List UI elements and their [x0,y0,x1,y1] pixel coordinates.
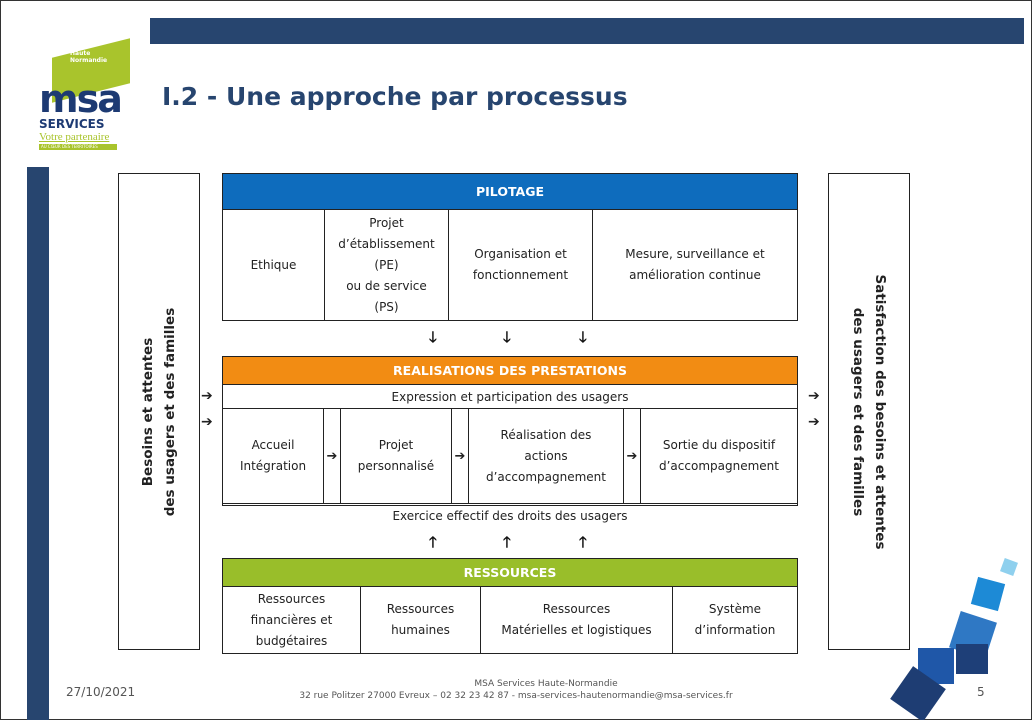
logo-tagline: Votre partenaire [39,131,110,143]
arrow-up-icon: 🡑 [429,533,437,551]
satisfaction-line-1: Satisfaction des besoins et attentes [872,274,888,549]
needs-box: Besoins et attentes des usagers et des f… [118,173,200,650]
needs-line-1: Besoins et attentes [140,337,156,486]
step-arrow-icon: ➔ [451,409,469,503]
logo-services-text: SERVICES [39,117,105,131]
expression-line: Expression et participation des usagers [223,385,797,409]
footer-info: MSA Services Haute-Normandie 32 rue Poli… [0,678,1032,702]
flow-arrow-icon: ➔ [201,388,213,404]
footer-date: 27/10/2021 [66,685,136,699]
footer-org: MSA Services Haute-Normandie [474,679,618,689]
satisfaction-line-2: des usagers et des familles [850,307,866,516]
realisations-header: REALISATIONS DES PRESTATIONS [223,357,797,385]
arrow-down-icon: 🡓 [429,328,437,346]
arrow-down-icon: 🡓 [579,328,587,346]
realisations-block: REALISATIONS DES PRESTATIONS Expression … [222,356,798,523]
process-diagram: Besoins et attentes des usagers et des f… [54,152,976,662]
logo-haute: Haute [70,50,91,57]
left-band [27,167,49,720]
pilotage-cell: Ethique [223,210,325,320]
footer-address: 32 rue Politzer 27000 Evreux – 02 32 23 … [299,691,733,701]
needs-line-2: des usagers et des familles [162,307,178,516]
logo-msa-text: msa [39,77,123,121]
arrow-down-icon: 🡓 [503,328,511,346]
flow-arrow-icon: ➔ [808,388,820,404]
step-arrow-icon: ➔ [323,409,341,503]
step-arrow-icon: ➔ [623,409,641,503]
logo-subtagline: AU CŒUR DES TERRITOIRES [39,144,117,150]
top-band [150,18,1024,44]
msa-logo: Haute Normandie msa SERVICES Votre parte… [30,38,142,150]
arrow-up-icon: 🡑 [579,533,587,551]
needs-label: Besoins et attentes des usagers et des f… [137,307,181,516]
page-number: 5 [977,685,985,699]
satisfaction-box: Satisfaction des besoins et attentes des… [828,173,910,650]
arrow-up-icon: 🡑 [503,533,511,551]
logo-region: Haute Normandie [70,50,107,64]
decorative-squares [890,558,1018,720]
flow-arrow-icon: ➔ [201,414,213,430]
slide-title: I.2 - Une approche par processus [162,82,628,111]
pilotage-header: PILOTAGE [223,174,797,210]
logo-normandie: Normandie [70,57,108,64]
rights-line: Exercice effectif des droits des usagers [223,503,797,527]
flow-arrow-icon: ➔ [808,414,820,430]
ressources-header: RESSOURCES [223,559,797,587]
satisfaction-label: Satisfaction des besoins et attentes des… [847,274,891,549]
